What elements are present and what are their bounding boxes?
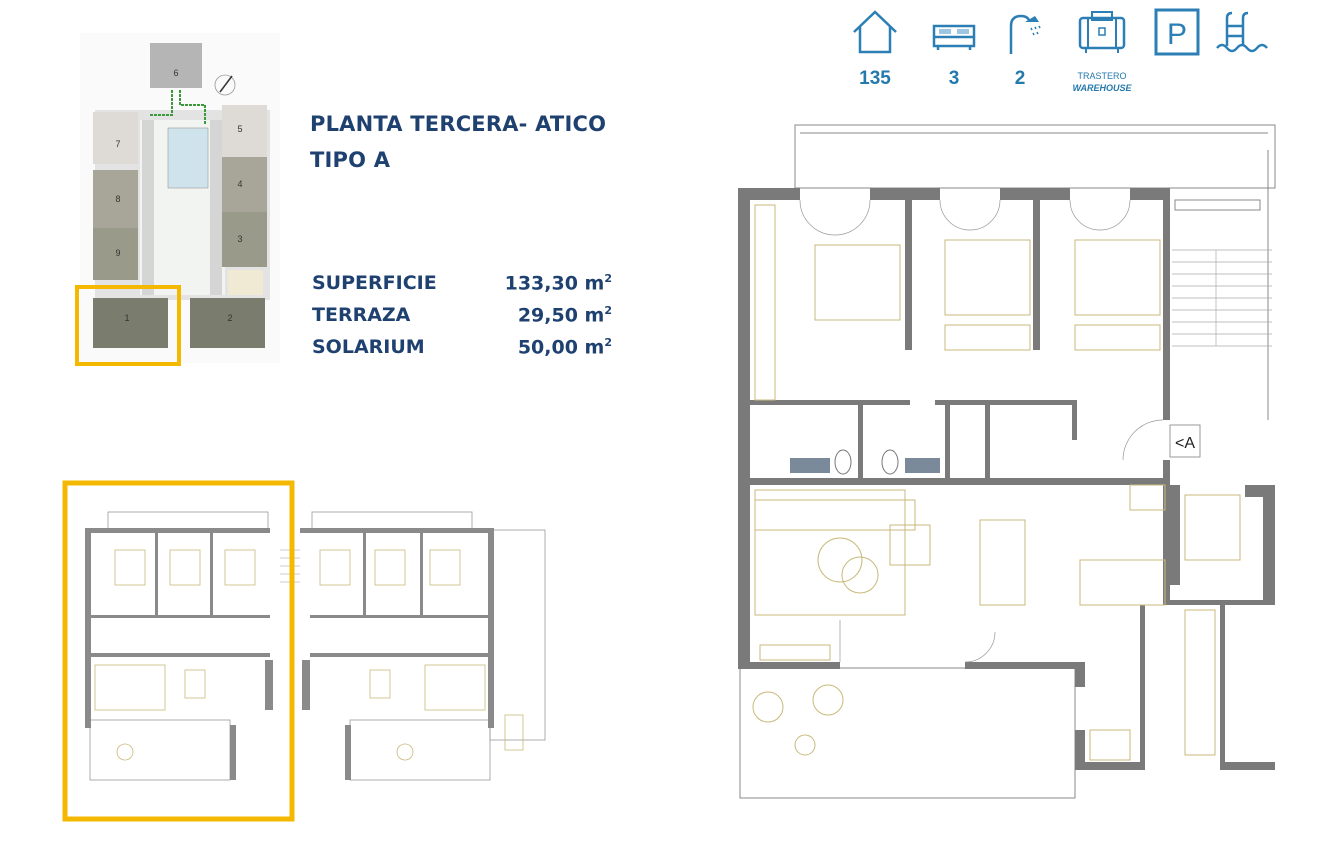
bed-icon [932,24,976,50]
site-label-6: 6 [173,68,178,78]
furniture [752,204,1241,761]
site-block-2[interactable] [190,298,265,348]
plan-title: PLANTA TERCERA- ATICO [310,112,607,136]
area-value: 135 [859,68,891,89]
site-label-9: 9 [115,248,120,258]
walls [738,188,1275,770]
house-icon [853,10,897,54]
unit-highlight-frame [62,480,295,822]
stair-direction-label: <A [1175,435,1195,452]
area-row-terraza: TERRAZA 29,50 m2 [312,304,612,334]
svg-text:P: P [1167,18,1187,51]
bedrooms-value: 3 [948,68,960,89]
site-label-1: 1 [124,313,129,323]
site-label-7: 7 [115,139,120,149]
site-highlight-frame [75,285,181,366]
parking-icon: P [1154,8,1200,56]
site-plan: 6 5 4 3 7 8 9 1 2 [75,33,280,366]
north-arrow-icon [214,74,236,96]
area-label: SUPERFICIE [312,272,437,294]
doors [799,199,1164,663]
area-value: 29,50 m2 [517,304,612,327]
area-label: TERRAZA [312,304,411,326]
site-label-5: 5 [237,124,242,134]
site-label-4: 4 [237,179,242,189]
area-value: 133,30 m2 [504,272,612,295]
shower-icon [1009,14,1041,54]
feature-bedrooms: 3 [919,8,989,90]
area-label: SOLARIUM [312,336,425,358]
stair [1172,249,1272,347]
bathrooms-value: 2 [1014,68,1026,89]
area-row-solarium: SOLARIUM 50,00 m2 [312,336,612,366]
feature-parking: P [1142,8,1212,58]
site-label-2: 2 [227,313,232,323]
floor-overview-plan [62,480,546,822]
site-block-1[interactable] [93,298,168,348]
area-row-superficie: SUPERFICIE 133,30 m2 [312,272,612,302]
storage-icon [1078,11,1126,53]
site-label-3: 3 [237,234,242,244]
pool-icon [1216,11,1268,53]
feature-pool [1208,8,1278,56]
plan-type: TIPO A [310,148,391,172]
feature-area: 135 [840,8,910,90]
site-label-8: 8 [115,194,120,204]
bathroom-fixtures [790,449,940,475]
area-value: 50,00 m2 [517,336,612,359]
feature-bathrooms: 2 [985,8,1055,90]
